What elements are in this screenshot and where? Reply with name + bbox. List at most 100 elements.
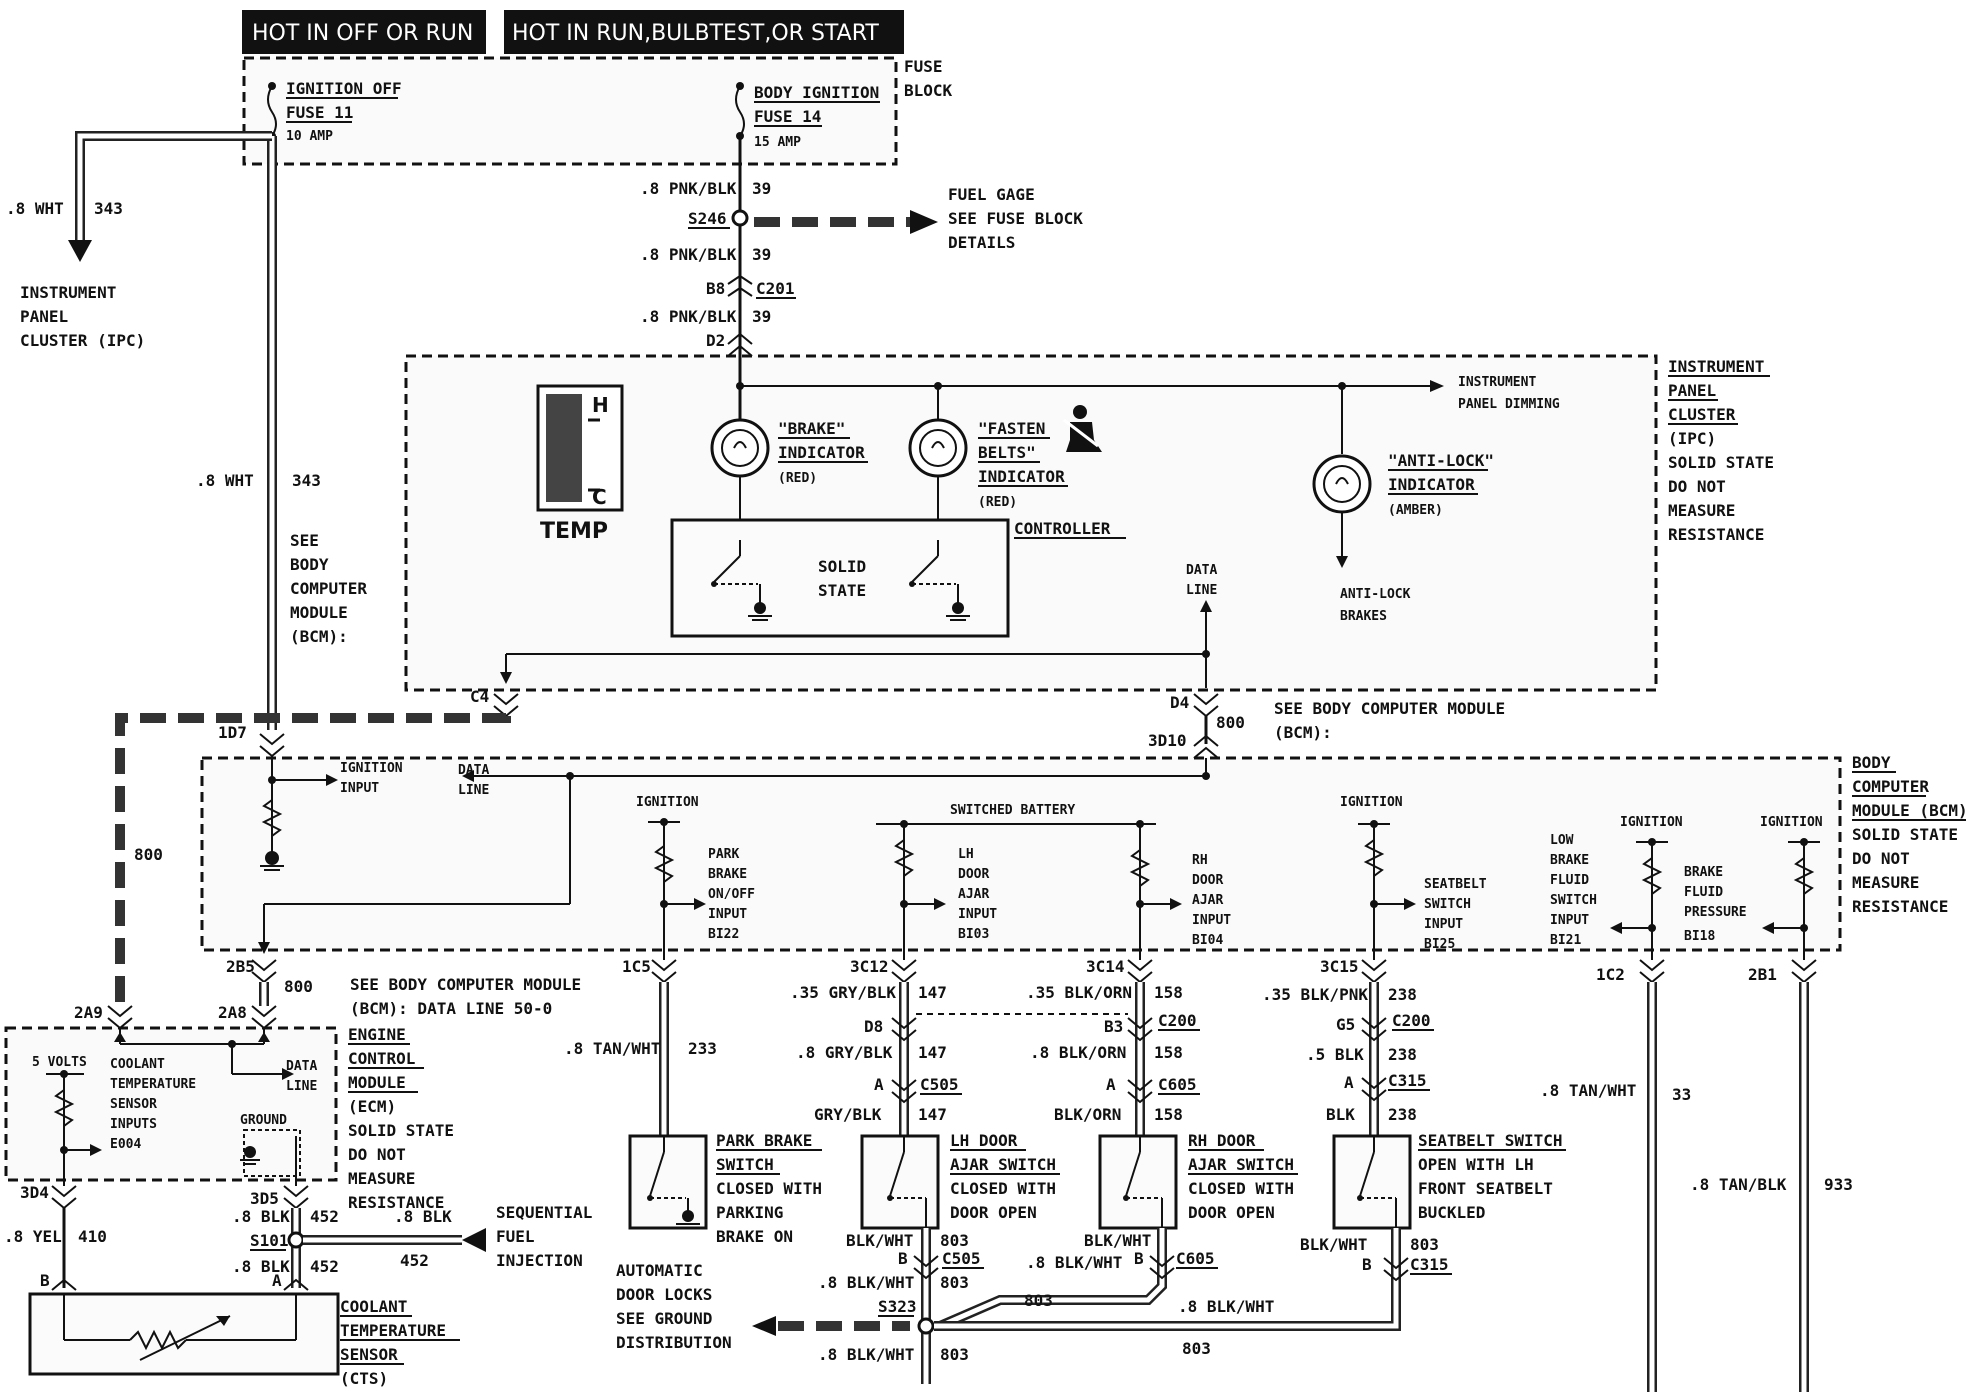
bcm-box [200,756,1842,952]
cts-input-3: SENSOR [110,1097,157,1112]
lh-n5: 803 [940,1273,969,1292]
lbf-6: BI21 [1550,933,1581,948]
seq-1: SEQUENTIAL [496,1203,592,1222]
connector-3c12 [891,959,917,984]
sb-input-2: SWITCH [1424,897,1471,912]
lbf-3: FLUID [1550,873,1589,888]
rh-w2: .8 BLK/ORN [1030,1043,1126,1062]
pb-switch-icon [647,1136,700,1225]
sbs-1: SEATBELT SWITCH [1418,1131,1563,1150]
sb-input-3: INPUT [1424,917,1463,932]
see-bcm-4: MODULE [290,603,348,622]
controller-label: CONTROLLER [1014,519,1111,538]
park-brake-switch [628,1134,708,1230]
pb-input-4: INPUT [708,907,747,922]
connector-c4 [493,693,519,718]
lh-w1: .35 GRY/BLK [790,983,896,1002]
sb-c200: C200 [1392,1011,1431,1030]
ecm-ground: GROUND [240,1113,287,1128]
bcm-data-2: LINE [458,783,489,798]
lh-input-5: BI03 [958,927,989,942]
pbs-3: CLOSED WITH [716,1179,822,1198]
solid-state-1: SOLID [818,557,866,576]
lh-input-1: LH [958,847,974,862]
fuse14-line2: FUSE 14 [754,107,821,126]
cts-input-1: COOLANT [110,1057,165,1072]
right-w1: .8 TAN/WHT [1540,1081,1636,1100]
lbf-2: BRAKE [1550,853,1589,868]
connector-1c5 [651,959,677,984]
lbf-ignition: IGNITION [1620,815,1683,830]
sb-switch-icon [1357,1136,1397,1228]
bfp-2: FLUID [1684,885,1723,900]
lh-input-2: DOOR [958,867,989,882]
fuse11-line2: FUSE 11 [286,103,353,122]
cts-input-4: INPUTS [110,1117,157,1132]
lh-w3: GRY/BLK [814,1105,882,1124]
connector-3d4 [51,1185,77,1210]
antilock-ind-3: (AMBER) [1388,503,1443,518]
lbf-1: LOW [1550,833,1574,848]
d4-label: D4 [1170,693,1189,712]
pbs-1: PARK BRAKE [716,1131,812,1150]
sb-ignition: IGNITION [1340,795,1403,810]
s101-label: S101 [250,1231,289,1250]
bcm-label-4: SOLID STATE [1852,825,1958,844]
see-bcm-5: (BCM): [290,627,348,646]
c2b5-label: 2B5 [226,957,255,976]
splice-s323 [917,1317,935,1335]
fuse-block-label-1: FUSE [904,57,943,76]
controller-box [670,518,1010,638]
sb-input-1: SEATBELT [1424,877,1487,892]
rh-switch-icon [1123,1136,1163,1228]
rhs-2: AJAR SWITCH [1188,1155,1294,1174]
rh-n5: 803 [1024,1291,1053,1310]
pb-num: 233 [688,1039,717,1058]
ipc-ref-2: PANEL [20,307,68,326]
see-bcm-ipc-1: SEE BODY COMPUTER MODULE [1274,699,1505,718]
left-wire-label-2: .8 WHT [196,471,254,490]
splice-s101 [287,1231,305,1249]
rh-w4: BLK/WHT [1084,1231,1151,1250]
sbs-2: OPEN WITH LH [1418,1155,1534,1174]
temp-h: H [592,393,609,417]
blk-num-1: 452 [310,1207,339,1226]
pb-ignition: IGNITION [636,795,699,810]
bcm-label-6: MEASURE [1852,873,1919,892]
ecm-label-3: MODULE [348,1073,406,1092]
sb-b: B [1362,1255,1372,1274]
sbs-3: FRONT SEATBELT [1418,1179,1553,1198]
ipc-label-8: RESISTANCE [1668,525,1764,544]
lh-n2: 147 [918,1043,947,1062]
rh-c605b: C605 [1176,1249,1215,1268]
hot-off-run-box [242,10,486,54]
right-w2: .8 TAN/BLK [1690,1175,1787,1194]
d310-label: 3D10 [1148,731,1187,750]
auto-locks-3: SEE GROUND [616,1309,712,1328]
fasten-ind-4: (RED) [978,495,1017,510]
rh-n6: 803 [1182,1339,1211,1358]
sb-w2: .5 BLK [1306,1045,1364,1064]
ign-input-2: INPUT [340,781,379,796]
connector-3d10 [1193,734,1219,759]
pnkblk-1-num: 39 [752,179,771,198]
lbf-4: SWITCH [1550,893,1597,908]
connector-1d7 [259,733,285,758]
pb-wire: .8 TAN/WHT [564,1039,660,1058]
cts-b: B [40,1271,50,1290]
rh-c200: C200 [1158,1011,1197,1030]
fuel-gage-1: FUEL GAGE [948,185,1035,204]
connector-d2 [727,332,753,357]
sb-w3: BLK [1326,1105,1355,1124]
rh-b: B [1134,1249,1144,1268]
controller-switch-1 [711,540,772,621]
right-n1: 33 [1672,1085,1691,1104]
temp-gauge-icon [536,384,624,512]
ecm-label-7: MEASURE [348,1169,415,1188]
auto-locks-2: DOOR LOCKS [616,1285,712,1304]
c3d5-label: 3D5 [250,1189,279,1208]
cts-2: TEMPERATURE [340,1321,446,1340]
pb-input-1: PARK [708,847,739,862]
sb-input-4: BI25 [1424,937,1455,952]
